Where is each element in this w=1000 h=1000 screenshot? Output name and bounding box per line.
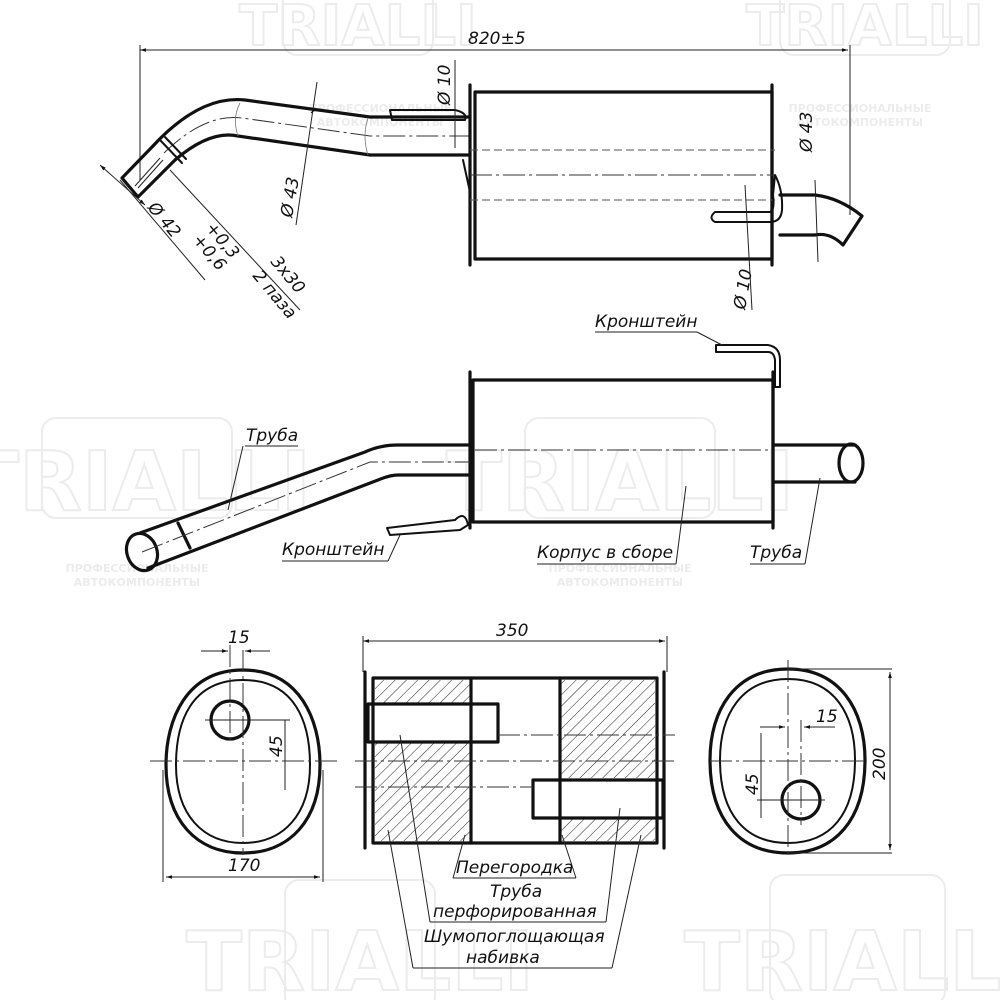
label-packing-1: Шумопоглощающая (424, 927, 605, 947)
body-section-view: 350 Перегородка Труба перфорированная Шу… (355, 621, 675, 969)
watermark-bottom-left: TRIALLI (185, 879, 535, 1000)
svg-text:ПРОФЕССИОНАЛЬНЫЕ: ПРОФЕССИОНАЛЬНЫЕ (308, 102, 451, 115)
svg-text:Ø 43: Ø 43 (797, 112, 817, 153)
svg-text:TRIALLI: TRIALLI (446, 435, 794, 530)
label-bracket-top: Кронштейн (595, 312, 697, 332)
label-pipe-outlet: Труба (750, 543, 802, 563)
watermark-mid-center: TRIALLI ПРОФЕССИОНАЛЬНЫЕ АВТОКОМПОНЕНТЫ (445, 417, 795, 589)
svg-text:15: 15 (816, 707, 838, 727)
svg-text:350: 350 (496, 621, 528, 641)
svg-text:Ø 10: Ø 10 (435, 65, 455, 106)
label-pipe-inlet: Труба (246, 426, 298, 446)
right-end-view: 15 45 200 (708, 660, 892, 855)
side-view: Кронштейн Труба Кронштейн Корпус в сборе… (124, 312, 865, 573)
svg-text:АВТОКОМПОНЕНТЫ: АВТОКОМПОНЕНТЫ (74, 576, 200, 589)
svg-text:TRIALLI: TRIALLI (0, 435, 311, 530)
svg-text:TRIALLI: TRIALLI (684, 915, 1000, 1000)
left-end-view: 15 45 170 (150, 628, 340, 882)
svg-text:ПРОФЕССИОНАЛЬНЫЕ: ПРОФЕССИОНАЛЬНЫЕ (548, 562, 691, 575)
svg-text:ПРОФЕССИОНАЛЬНЫЕ: ПРОФЕССИОНАЛЬНЫЕ (788, 102, 931, 115)
svg-text:Ø 10: Ø 10 (730, 268, 757, 312)
svg-text:200: 200 (870, 748, 890, 780)
label-body-assembly: Корпус в сборе (537, 543, 673, 563)
svg-text:Ø 42: Ø 42 (143, 198, 185, 243)
label-perforated-pipe-2: перфорированная (433, 902, 597, 922)
svg-text:170: 170 (228, 856, 260, 876)
label-perforated-pipe-1: Труба (490, 882, 542, 902)
top-view: 820±5 Ø 42 +0,3 +0,6 3x30 2 паза Ø 43 Ø … (99, 29, 864, 323)
label-baffle: Перегородка (456, 858, 573, 878)
overall-length-dim: 820±5 (468, 29, 526, 49)
svg-text:Ø 43: Ø 43 (277, 176, 304, 220)
svg-text:АВТОКОМПОНЕНТЫ: АВТОКОМПОНЕНТЫ (557, 576, 683, 589)
svg-text:TRIALLI: TRIALLI (186, 915, 534, 1000)
label-packing-2: набивка (466, 948, 540, 968)
watermark-mid-left: TRIALLI ПРОФЕССИОНАЛЬНЫЕ АВТОКОМПОНЕНТЫ (0, 417, 312, 589)
svg-text:15: 15 (228, 628, 250, 648)
watermark-bottom-right: TRIALLI (683, 874, 1000, 1000)
svg-text:45: 45 (267, 735, 287, 757)
svg-text:45: 45 (743, 773, 763, 795)
label-bracket-bottom: Кронштейн (282, 540, 384, 560)
svg-text:АВТОКОМПОНЕНТЫ: АВТОКОМПОНЕНТЫ (797, 116, 923, 129)
